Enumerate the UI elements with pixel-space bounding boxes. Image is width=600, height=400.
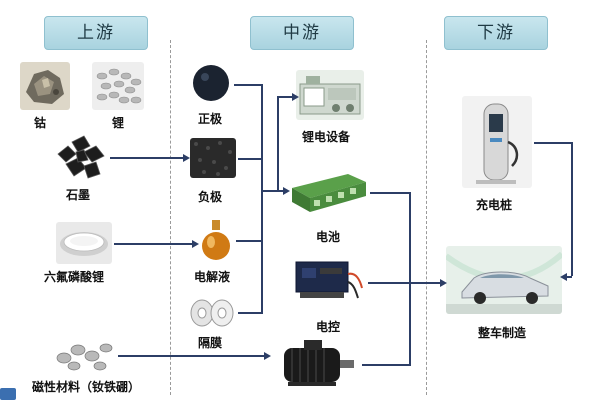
equipment-image bbox=[296, 70, 364, 120]
label-vehicle-manufacturing: 整车制造 bbox=[478, 326, 527, 340]
lipf6-image bbox=[56, 222, 112, 264]
motor-image bbox=[270, 336, 360, 390]
charging-vertical bbox=[571, 142, 573, 276]
charging-pile-image bbox=[462, 96, 532, 188]
materials-bus-to-battery bbox=[262, 190, 284, 192]
arrow-lipf6-electrolyte bbox=[192, 240, 199, 248]
divider-upstream-midstream bbox=[170, 40, 171, 395]
battery-right bbox=[370, 192, 410, 194]
arrow-magnetic-motor bbox=[264, 352, 271, 360]
materials-bus-vertical bbox=[261, 84, 263, 314]
electronic-control-image bbox=[290, 252, 366, 304]
label-lipf6: 六氟磷酸锂 bbox=[44, 270, 105, 284]
arrow-graphite-anode bbox=[183, 154, 190, 162]
label-battery: 电池 bbox=[316, 230, 341, 244]
materials-bus-cathode bbox=[234, 84, 262, 86]
lithium-image bbox=[92, 62, 144, 110]
charging-right bbox=[534, 142, 572, 144]
control-right bbox=[368, 282, 410, 284]
arrow-equipment bbox=[292, 93, 299, 101]
separator-image bbox=[186, 296, 236, 330]
label-equipment: 锂电设备 bbox=[302, 130, 351, 144]
anode-image bbox=[190, 138, 236, 178]
label-cobalt: 钴 bbox=[34, 116, 47, 130]
charging-to-vehicle bbox=[566, 276, 572, 278]
corner-logo bbox=[0, 388, 16, 400]
label-graphite: 石墨 bbox=[66, 188, 91, 202]
header-downstream: 下游 bbox=[444, 16, 548, 50]
magnetic-material-image bbox=[54, 334, 116, 374]
label-anode: 负极 bbox=[198, 190, 223, 204]
materials-bus-separator bbox=[238, 312, 262, 314]
mid-vertical bbox=[409, 192, 411, 366]
connector-graphite-anode bbox=[110, 157, 184, 159]
connector-lipf6-electrolyte bbox=[114, 243, 194, 245]
label-electrolyte: 电解液 bbox=[194, 270, 231, 284]
label-separator: 隔膜 bbox=[198, 336, 223, 350]
graphite-image bbox=[54, 132, 108, 180]
equipment-to-image bbox=[278, 96, 294, 98]
cobalt-image bbox=[20, 62, 70, 110]
electrolyte-image bbox=[198, 218, 234, 262]
label-charging-pile: 充电桩 bbox=[476, 198, 513, 212]
arrow-charging-to-vehicle bbox=[560, 273, 567, 281]
header-midstream: 中游 bbox=[250, 16, 354, 50]
cathode-image bbox=[190, 62, 232, 104]
connector-magnetic-motor bbox=[118, 355, 266, 357]
equipment-vertical bbox=[277, 96, 279, 192]
header-upstream: 上游 bbox=[44, 16, 148, 50]
divider-midstream-downstream bbox=[426, 40, 427, 395]
label-cathode: 正极 bbox=[198, 112, 223, 126]
label-magnetic-material: 磁性材料（钕铁硼） bbox=[32, 380, 141, 394]
arrow-to-vehicle bbox=[440, 279, 447, 287]
arrow-to-battery bbox=[283, 187, 290, 195]
mid-to-vehicle bbox=[410, 282, 442, 284]
materials-bus-electrolyte bbox=[236, 240, 262, 242]
motor-right bbox=[362, 364, 410, 366]
vehicle-image bbox=[446, 246, 562, 314]
label-electronic-control: 电控 bbox=[316, 320, 341, 334]
materials-bus-anode bbox=[238, 158, 262, 160]
label-lithium: 锂 bbox=[112, 116, 125, 130]
battery-image bbox=[288, 170, 370, 216]
